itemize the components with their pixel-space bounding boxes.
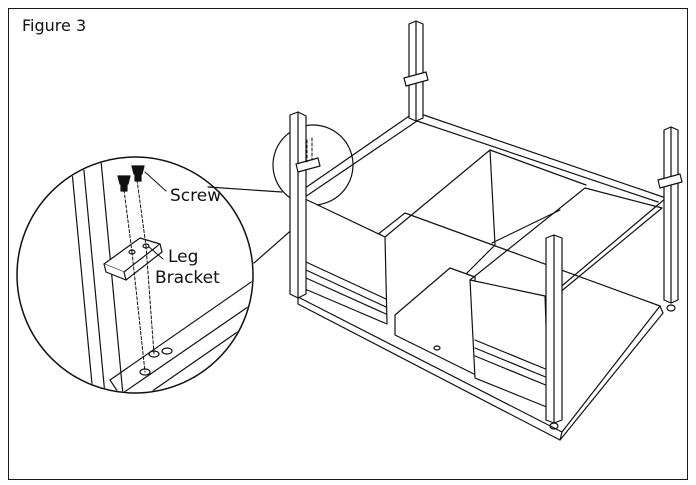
screw-icon	[131, 165, 145, 182]
leg	[289, 111, 307, 299]
figure-title: Figure 3	[22, 16, 87, 35]
detail-leg-post	[69, 158, 106, 392]
leg	[657, 126, 683, 312]
leg-bracket-label-line1: Leg	[168, 247, 199, 267]
screw-label: Screw	[170, 186, 222, 206]
leg	[403, 20, 429, 122]
detail-hole	[161, 347, 173, 355]
bed-frame-assembly	[289, 20, 683, 441]
detail-magnifier	[16, 156, 321, 394]
leg	[545, 234, 563, 430]
leg-bracket-label-line2: Bracket	[155, 268, 220, 288]
screw-icon	[117, 175, 131, 192]
